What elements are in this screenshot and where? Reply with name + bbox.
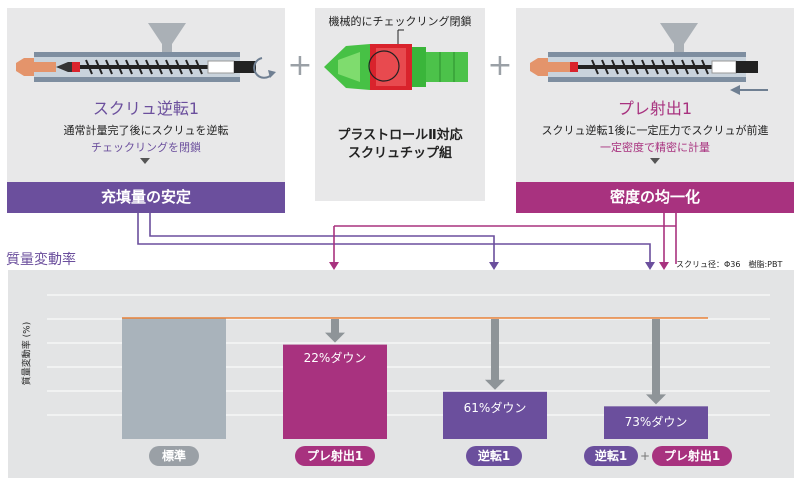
bar-standard — [122, 318, 226, 439]
pre-injection-panel — [516, 8, 794, 213]
hopper-icon-right — [660, 23, 698, 44]
chart-note: スクリュ径：Φ36 樹脂:PBT — [676, 260, 783, 269]
right-panel-line1: スクリュ逆転1後に一定圧力でスクリュが前進 — [541, 124, 769, 137]
pill-combo-pre-injection: プレ射出1 — [652, 446, 732, 466]
screw-tip-panel — [315, 8, 485, 201]
reduction-arrow-head — [485, 379, 505, 390]
pill-pre-injection: プレ射出1 — [295, 446, 375, 466]
left-result-band: 充填量の安定 — [7, 182, 285, 213]
plus-symbol-1: + — [287, 48, 313, 83]
reduction-arrow-shaft — [491, 319, 499, 381]
pill-combo-plus: + — [639, 449, 651, 463]
left-down-triangle-icon — [140, 158, 150, 164]
pill-standard: 標準 — [149, 446, 199, 466]
bar-reduction-label-rev: 61%ダウン — [463, 401, 527, 415]
center-callout: 機械的にチェックリング閉鎖 — [328, 15, 472, 28]
bar-combo — [604, 406, 708, 439]
reverse-rotation-panel — [7, 8, 285, 213]
bar-reduction-label-combo: 73%ダウン — [624, 415, 688, 429]
reduction-arrow-shaft — [331, 319, 339, 334]
bar-reverse — [443, 391, 547, 439]
left-panel-line1: 通常計量完了後にスクリュを逆転 — [63, 124, 229, 137]
reduction-arrow-head — [646, 394, 666, 405]
bar-pre-injection — [283, 344, 387, 439]
hopper-icon — [148, 23, 186, 44]
chart-heading: 質量変動率 — [6, 252, 76, 268]
reduction-arrow-shaft — [652, 319, 660, 396]
pill-combo-reverse: 逆転1 — [584, 446, 638, 466]
left-panel-line2: チェックリングを閉鎖 — [91, 141, 201, 154]
right-panel-line2: 一定密度で精密に計量 — [600, 141, 710, 154]
pill-reverse: 逆転1 — [466, 446, 522, 466]
center-product-line1: プラストロールⅡ対応 — [337, 128, 463, 143]
right-down-triangle-icon — [650, 158, 660, 164]
left-panel-title: スクリュ逆転1 — [92, 99, 200, 118]
rotation-icon — [253, 57, 273, 79]
right-result-band: 密度の均一化 — [516, 182, 794, 213]
right-panel-title: プレ射出1 — [617, 99, 693, 118]
center-product-line2: スクリュチップ組 — [347, 146, 452, 161]
reduction-arrow-head — [325, 332, 345, 343]
bar-reduction-label-pre: 22%ダウン — [303, 351, 367, 365]
plus-symbol-2: + — [487, 48, 513, 83]
